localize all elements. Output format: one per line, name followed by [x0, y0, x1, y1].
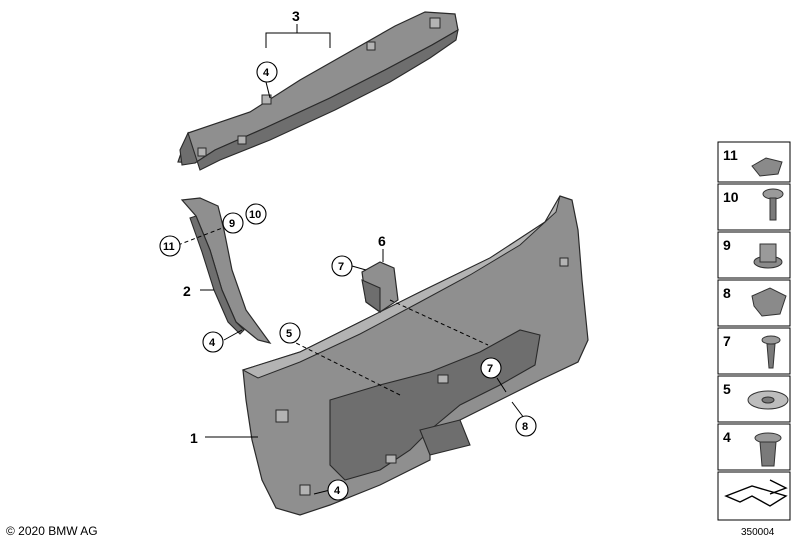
svg-text:8: 8 — [522, 421, 528, 433]
callout-4-bottom: 4 — [327, 479, 349, 501]
push-clip-icon — [754, 432, 782, 467]
callout-4-top: 4 — [256, 61, 278, 83]
upper-trim-panel — [177, 11, 459, 171]
svg-text:4: 4 — [263, 67, 270, 79]
svg-text:11: 11 — [163, 241, 175, 253]
clip-nut-icon — [751, 157, 783, 177]
svg-text:7: 7 — [338, 261, 344, 273]
callout-4-left: 4 — [202, 331, 224, 353]
callout-2: 2 — [183, 283, 191, 299]
callout-11: 11 — [159, 235, 181, 257]
copyright-text: © 2020 BMW AG — [6, 524, 98, 538]
expanding-rivet-icon — [747, 390, 789, 410]
bracket-part — [361, 261, 399, 314]
legend-label-10: 10 — [723, 189, 739, 205]
legend-label-8: 8 — [723, 285, 731, 301]
callout-9: 9 — [222, 212, 244, 234]
callout-6: 6 — [378, 233, 386, 249]
direction-arrow-icon — [724, 479, 788, 507]
callout-10: 10 — [245, 203, 267, 225]
svg-text:4: 4 — [209, 337, 216, 349]
legend-label-5: 5 — [723, 381, 731, 397]
svg-text:7: 7 — [487, 363, 493, 375]
svg-text:10: 10 — [249, 209, 261, 221]
callout-1: 1 — [190, 430, 198, 446]
legend-label-4: 4 — [723, 429, 731, 445]
legend-label-11: 11 — [723, 147, 738, 163]
callout-7-bracket: 7 — [331, 255, 353, 277]
screw-icon — [762, 188, 784, 221]
callout-8: 8 — [515, 415, 537, 437]
side-trim-strip — [180, 197, 272, 344]
svg-text:4: 4 — [334, 485, 341, 497]
svg-text:9: 9 — [229, 218, 235, 230]
leader-lines — [177, 24, 525, 495]
parts-legend: 11 10 9 8 7 5 4 — [717, 141, 791, 521]
legend-label-9: 9 — [723, 237, 731, 253]
callout-3: 3 — [292, 8, 300, 24]
callout-5: 5 — [279, 322, 301, 344]
svg-text:5: 5 — [286, 328, 292, 340]
bolt-icon — [761, 335, 781, 369]
spring-nut-icon — [751, 287, 787, 317]
callout-7-panel: 7 — [480, 357, 502, 379]
grommet-icon — [753, 243, 783, 269]
diagram-reference-number: 350004 — [741, 527, 775, 538]
legend-label-7: 7 — [723, 333, 731, 349]
tailgate-trim-panel — [241, 195, 589, 516]
